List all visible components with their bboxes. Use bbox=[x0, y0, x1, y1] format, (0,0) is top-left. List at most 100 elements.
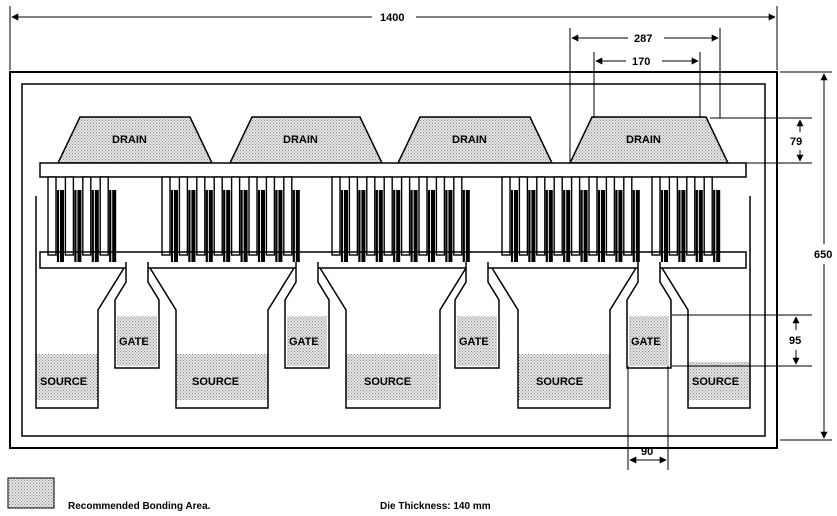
dim-170-text: 170 bbox=[632, 56, 650, 68]
drain-finger bbox=[366, 176, 376, 256]
drain-finger bbox=[605, 176, 616, 256]
source-finger bbox=[618, 190, 623, 262]
source-finger bbox=[278, 190, 283, 262]
gate-pad-2 bbox=[287, 316, 327, 366]
source-finger bbox=[261, 190, 265, 262]
source-label-1: SOURCE bbox=[40, 376, 87, 388]
source-finger bbox=[77, 190, 82, 262]
finger-bottom-bus bbox=[39, 251, 747, 269]
legend-bonding-text: Recommended Bonding Area. bbox=[68, 501, 211, 512]
drain-finger bbox=[331, 176, 341, 256]
source-finger bbox=[208, 190, 213, 262]
source-label-5: SOURCE bbox=[692, 376, 739, 388]
source-finger bbox=[431, 190, 435, 262]
drain-finger bbox=[196, 176, 206, 256]
source-pad-5 bbox=[688, 362, 750, 400]
drain-finger bbox=[651, 176, 661, 256]
drain-finger bbox=[518, 176, 529, 256]
source-finger bbox=[514, 190, 518, 262]
legend-bonding-swatch bbox=[7, 477, 55, 509]
drain-finger bbox=[348, 176, 359, 256]
drain-finger bbox=[178, 176, 189, 256]
drain-finger bbox=[418, 176, 428, 256]
source-finger bbox=[174, 190, 178, 262]
source-finger bbox=[94, 190, 99, 262]
source-finger bbox=[226, 190, 231, 262]
drain-finger bbox=[383, 176, 393, 256]
source-finger bbox=[531, 190, 536, 262]
source-finger bbox=[448, 190, 453, 262]
dim-90-text: 90 bbox=[641, 446, 653, 458]
drain-label-1: DRAIN bbox=[112, 134, 147, 146]
source-finger bbox=[635, 190, 640, 262]
drain-finger bbox=[453, 176, 463, 256]
source-finger bbox=[681, 190, 686, 262]
drain-finger bbox=[265, 176, 276, 256]
die-outer-border bbox=[9, 71, 778, 449]
source-finger bbox=[583, 190, 588, 262]
source-finger bbox=[112, 190, 117, 262]
source-finger bbox=[295, 190, 300, 262]
drain-finger bbox=[686, 176, 696, 256]
source-finger bbox=[243, 190, 248, 262]
drain-finger bbox=[82, 176, 92, 256]
drain-finger bbox=[623, 176, 633, 256]
drain-label-2: DRAIN bbox=[283, 134, 318, 146]
gate-label-3: GATE bbox=[459, 336, 489, 348]
source-finger bbox=[191, 190, 196, 262]
source-metal-outline bbox=[35, 196, 751, 409]
drain-finger bbox=[161, 176, 171, 256]
source-finger bbox=[716, 190, 721, 262]
source-finger bbox=[698, 190, 703, 262]
dim-width-text: 1400 bbox=[380, 12, 404, 24]
gate-pad-4 bbox=[629, 316, 669, 366]
drain-finger bbox=[703, 176, 713, 256]
gate-structures: GATE GATE GATE GATE bbox=[114, 262, 672, 369]
drain-finger bbox=[553, 176, 563, 256]
source-pad-1 bbox=[36, 354, 98, 400]
finger-array bbox=[47, 176, 721, 262]
drain-finger bbox=[501, 176, 511, 256]
drain-finger bbox=[213, 176, 223, 256]
source-finger bbox=[361, 190, 366, 262]
drain-finger bbox=[64, 176, 75, 256]
drain-finger bbox=[400, 176, 411, 256]
drain-pads bbox=[56, 116, 730, 164]
dim-79-text: 79 bbox=[790, 136, 802, 148]
die-inner-border bbox=[21, 83, 766, 437]
gate-label-4: GATE bbox=[631, 336, 661, 348]
drain-finger bbox=[47, 176, 57, 256]
gate-label-2: GATE bbox=[289, 336, 319, 348]
drain-label-4: DRAIN bbox=[626, 134, 661, 146]
drain-bus bbox=[39, 162, 747, 178]
source-pad-3 bbox=[346, 354, 438, 400]
source-finger bbox=[344, 190, 348, 262]
source-pad-4 bbox=[518, 354, 610, 400]
source-finger bbox=[60, 190, 64, 262]
source-pad-2 bbox=[176, 354, 268, 400]
source-finger bbox=[601, 190, 605, 262]
drain-finger bbox=[248, 176, 258, 256]
drain-finger bbox=[230, 176, 241, 256]
dim-height-text: 650 bbox=[814, 249, 832, 261]
dim-287-text: 287 bbox=[634, 33, 652, 45]
legend-die-thickness: Die Thickness: 140 mm bbox=[380, 501, 491, 512]
gate-label-1: GATE bbox=[119, 336, 149, 348]
drain-finger bbox=[99, 176, 109, 256]
dim-95-text: 95 bbox=[789, 335, 801, 347]
drain-finger bbox=[570, 176, 581, 256]
gate-pad-3 bbox=[457, 316, 497, 366]
source-finger bbox=[378, 190, 383, 262]
source-finger bbox=[566, 190, 571, 262]
source-label-3: SOURCE bbox=[364, 376, 411, 388]
source-label-4: SOURCE bbox=[536, 376, 583, 388]
drain-finger bbox=[435, 176, 446, 256]
source-pads bbox=[36, 354, 750, 400]
drain-finger bbox=[536, 176, 546, 256]
source-finger bbox=[548, 190, 553, 262]
source-finger bbox=[465, 190, 470, 262]
drain-finger bbox=[283, 176, 293, 256]
source-label-2: SOURCE bbox=[192, 376, 239, 388]
source-finger bbox=[664, 190, 668, 262]
